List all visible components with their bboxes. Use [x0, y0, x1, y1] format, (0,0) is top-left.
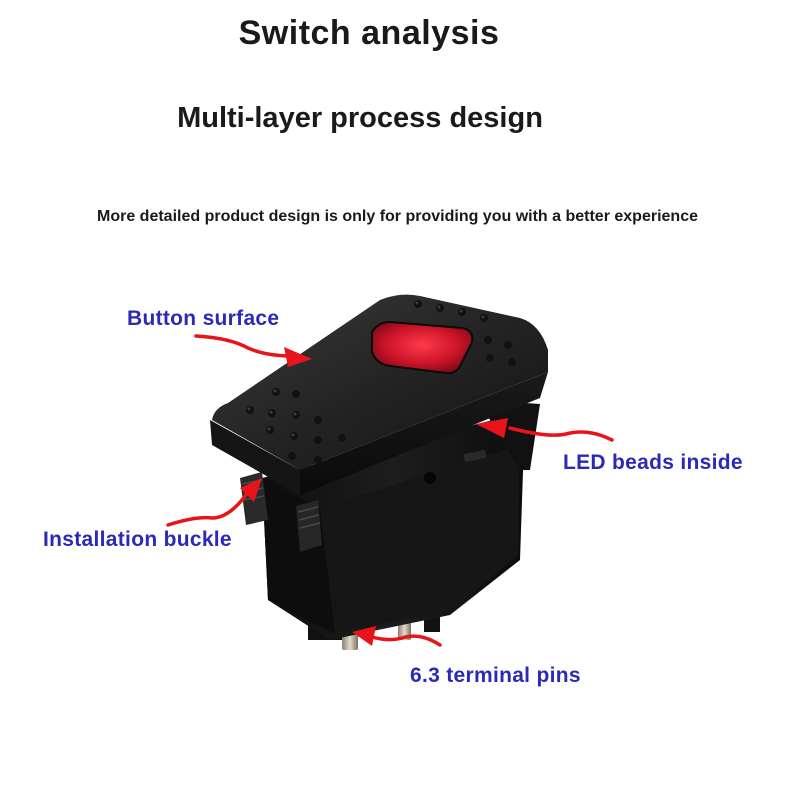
arrowhead-installation-buckle: [240, 478, 262, 502]
arrowhead-terminal-pins: [352, 626, 376, 646]
surface-dot-highlights: [247, 301, 485, 437]
rocker-cap-side: [300, 372, 548, 495]
rocker-cap-front-edge: [210, 420, 300, 495]
led-window: [371, 320, 474, 375]
callout-arrows: [166, 334, 614, 647]
arrow-button-surface: [194, 334, 294, 358]
label-button-surface: Button surface: [127, 307, 280, 330]
label-terminal-pins: 6.3 terminal pins: [410, 664, 581, 687]
label-led-beads: LED beads inside: [563, 451, 743, 474]
arrow-installation-buckle: [166, 490, 250, 527]
arrowhead-led-beads: [476, 418, 508, 438]
housing-marking: [463, 449, 487, 463]
housing-frame: [478, 400, 540, 470]
page-subtitle: Multi-layer process design: [177, 102, 543, 134]
arrowhead-button-surface: [284, 347, 312, 367]
tagline: More detailed product design is only for…: [97, 208, 698, 225]
arrow-led-beads: [508, 426, 614, 442]
housing-front-face: [320, 445, 520, 634]
led-indicator-hole: [424, 472, 436, 484]
page-title: Switch analysis: [238, 14, 500, 52]
label-installation-buckle: Installation buckle: [43, 528, 232, 551]
arrow-heads: [240, 347, 508, 646]
arrow-terminal-pins: [366, 634, 442, 647]
